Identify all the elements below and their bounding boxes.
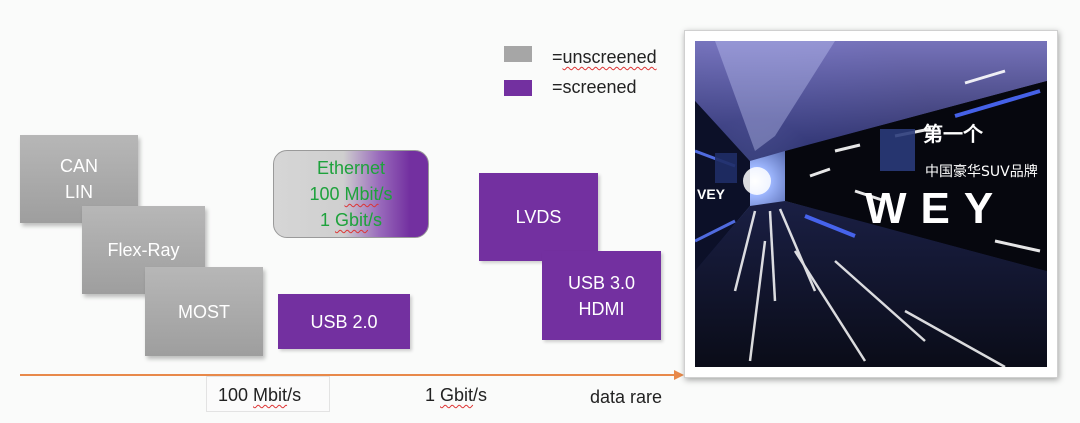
ethernet-gbit-unit: Gbit: [334, 210, 368, 230]
axis-arrowhead-icon: [674, 370, 684, 380]
ethernet-mbit-unit: Mbit: [344, 184, 379, 204]
legend-label-unscreened: =unscreened: [552, 47, 657, 67]
tick-mbit-unit: Mbit: [253, 385, 288, 405]
most-box: MOST: [145, 267, 263, 356]
usb3-label: USB 3.0: [567, 272, 636, 293]
lvds-label: LVDS: [515, 207, 562, 227]
legend-swatch-unscreened: [504, 46, 532, 62]
ethernet-1gbit-label: 1 Gbit/s: [319, 210, 383, 230]
lin-label: LIN: [64, 182, 93, 202]
ethernet-label: Ethernet: [316, 158, 386, 178]
legend-label-screened: =screened: [552, 77, 637, 97]
tick-label-100mbit: 100 Mbit/s: [218, 385, 302, 405]
tick-gbit-unit: Gbit: [440, 385, 474, 405]
legend-unscreened-text: unscreened: [562, 47, 657, 67]
usb3-hdmi-box: USB 3.0 HDMI: [542, 251, 661, 340]
hdmi-label: HDMI: [578, 298, 625, 319]
tick-label-1gbit: 1 Gbit/s: [425, 385, 488, 405]
lvds-box: LVDS: [479, 173, 598, 261]
axis-end-label: data rare: [590, 387, 663, 407]
corridor-photo: WEY 第一个 中国豪华SUV品牌 VEY: [684, 30, 1058, 378]
usb2-label: USB 2.0: [310, 311, 378, 332]
ethernet-100mbit-label: 100 Mbit/s: [309, 184, 393, 204]
can-lin-box: CAN LIN: [20, 135, 138, 223]
tick-label-100mbit-frame: [206, 376, 330, 412]
usb2-box: USB 2.0: [278, 294, 410, 349]
chinese-title-text: 第一个: [923, 122, 984, 146]
ethernet-box: Ethernet 100 Mbit/s 1 Gbit/s: [273, 150, 429, 238]
most-label: MOST: [178, 301, 230, 322]
wey-sign-text: WEY: [865, 184, 1007, 233]
svg-text:VEY: VEY: [697, 186, 726, 202]
chinese-subtitle-text: 中国豪华SUV品牌: [925, 163, 1038, 180]
legend-swatch-screened: [504, 80, 532, 96]
flexray-label: Flex-Ray: [107, 240, 180, 260]
data-rate-axis: [20, 370, 684, 380]
corridor-photo-image: WEY 第一个 中国豪华SUV品牌 VEY: [695, 41, 1047, 367]
can-label: CAN: [59, 156, 98, 176]
